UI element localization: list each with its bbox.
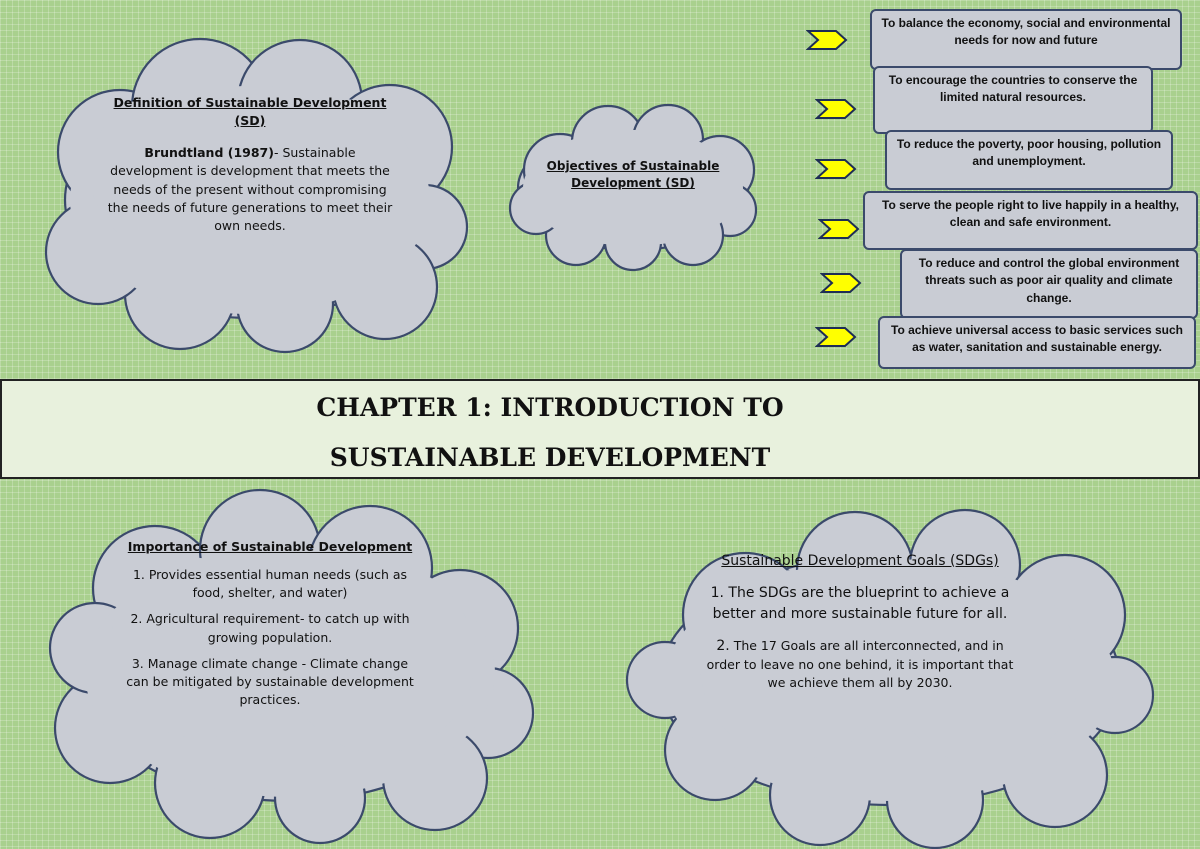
objective-box: To encourage the countries to conserve t… xyxy=(873,66,1153,134)
chapter-title-line-2: SUSTAINABLE DEVELOPMENT xyxy=(329,443,771,472)
objective-box: To serve the people right to live happil… xyxy=(863,191,1198,250)
importance-cloud: Importance of Sustainable Development 1.… xyxy=(40,488,540,845)
objective-text: To achieve universal access to basic ser… xyxy=(891,323,1183,355)
objective-text: To encourage the countries to conserve t… xyxy=(888,73,1138,105)
objective-box: To achieve universal access to basic ser… xyxy=(878,316,1196,369)
chevron-arrow-icon xyxy=(820,273,862,293)
importance-item: 3. Manage climate change - Climate chang… xyxy=(126,655,414,707)
objective-text: To balance the economy, social and envir… xyxy=(881,16,1171,48)
chapter-title-line-1: CHAPTER 1: INTRODUCTION TO xyxy=(316,393,784,422)
objective-box: To reduce the poverty, poor housing, pol… xyxy=(885,130,1173,190)
cloud-shape xyxy=(48,488,535,845)
objective-text: To serve the people right to live happil… xyxy=(882,198,1179,230)
importance-title: Importance of Sustainable Development xyxy=(127,539,413,554)
objectives-cloud: Objectives of Sustainable Development (S… xyxy=(498,100,768,272)
sdgs-item-2-text: The 17 Goals are all interconnected, and… xyxy=(706,637,1014,691)
definition-author: Brundtland (1987) xyxy=(144,145,274,161)
cloud-shape xyxy=(44,37,469,354)
objectives-title: Objectives of Sustainable Development (S… xyxy=(546,159,720,191)
sdgs-title: Sustainable Development Goals (SDGs) xyxy=(721,553,999,569)
objective-text: To reduce and control the global environ… xyxy=(918,256,1180,305)
objective-box: To balance the economy, social and envir… xyxy=(870,9,1182,70)
sdgs-cloud: Sustainable Development Goals (SDGs) 1. … xyxy=(625,505,1155,849)
definition-title: Definition of Sustainable Development (S… xyxy=(113,95,387,129)
sdgs-item-1: 1. The SDGs are the blueprint to achieve… xyxy=(710,585,1010,622)
chevron-arrow-icon xyxy=(815,159,857,179)
cloud-shape xyxy=(625,508,1155,849)
chapter-banner: CHAPTER 1: INTRODUCTION TO SUSTAINABLE D… xyxy=(0,379,1200,479)
objective-box: To reduce and control the global environ… xyxy=(900,249,1198,319)
cloud-shape xyxy=(508,103,758,272)
chevron-arrow-icon xyxy=(815,99,857,119)
sdgs-item-2-number: 2. xyxy=(716,637,730,654)
importance-item: 2. Agricultural requirement- to catch up… xyxy=(130,611,410,645)
sdgs-item-2: 2. The 17 Goals are all interconnected, … xyxy=(705,636,1015,693)
chevron-arrow-icon xyxy=(806,30,848,50)
definition-cloud: Definition of Sustainable Development (S… xyxy=(30,32,470,354)
definition-text: - Sustainable development is development… xyxy=(107,145,393,233)
importance-item: 1. Provides essential human needs (such … xyxy=(132,567,408,601)
definition-body: Brundtland (1987)- Sustainable developme… xyxy=(105,144,395,235)
chevron-arrow-icon xyxy=(815,327,857,347)
objective-text: To reduce the poverty, poor housing, pol… xyxy=(896,137,1162,169)
chevron-arrow-icon xyxy=(818,219,860,239)
